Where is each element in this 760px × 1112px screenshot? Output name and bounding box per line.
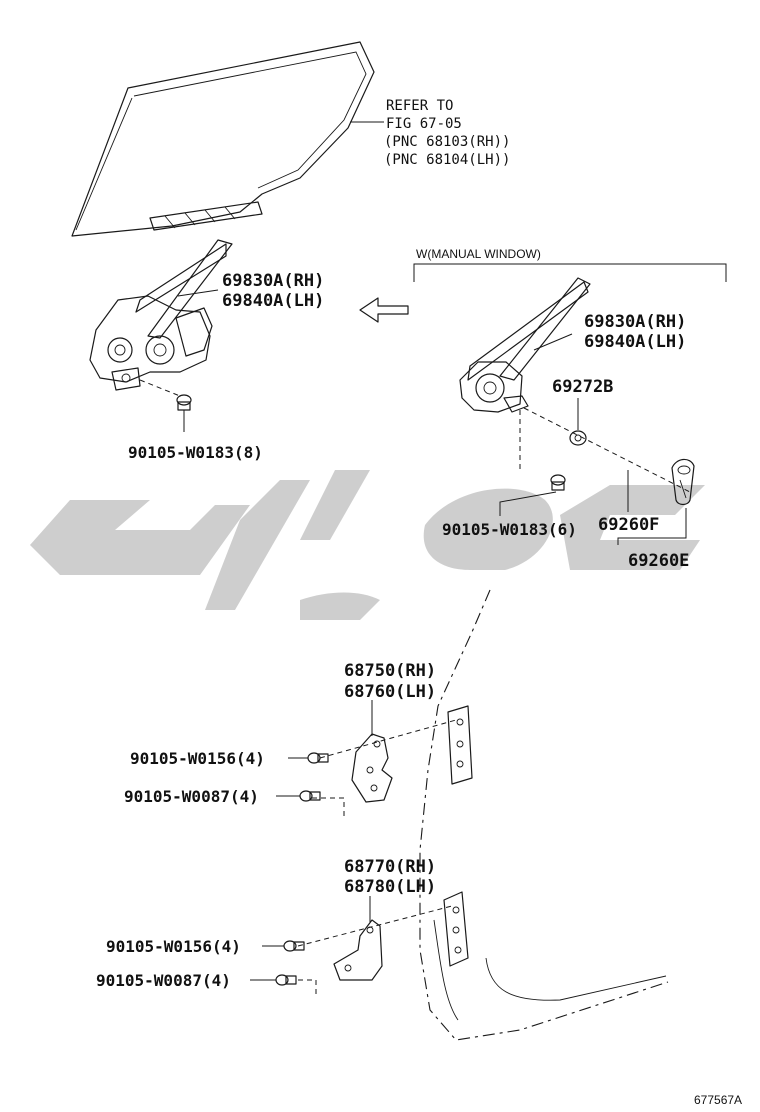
lower-hinge-bolt-a-label: 90105-W0156(4) [106,937,241,956]
lower-hinge-dash-b [298,979,317,998]
lower-hinge-rh-label: 68770(RH) [344,857,436,877]
handle-e-bracket [617,508,687,545]
power-bolt-icon [176,394,192,411]
lower-hinge-bolt-a-icon [283,940,305,952]
manual-bolt-label: 90105-W0183(6) [442,520,577,539]
upper-hinge-bolt-b-icon [299,790,321,802]
power-bolt-label: 90105-W0183(8) [128,443,263,462]
upper-hinge-lh-label: 68760(LH) [344,682,436,702]
upper-hinge-bolt-a-label: 90105-W0156(4) [130,749,265,768]
power-regulator-leader [177,289,219,297]
refer-line-2: FIG 67-05 [386,116,462,132]
lower-hinge-dash-a [297,905,453,947]
manual-regulator-rh-label: 69830A(RH) [584,312,686,332]
manual-bolt-leader [499,491,557,516]
window-crank-handle-icon [671,458,695,506]
washer-icon [569,430,587,446]
manual-bolt-icon [550,474,566,491]
manual-window-bracket [413,263,727,282]
manual-handle-dash [523,407,691,493]
refer-line-3: (PNC 68103(RH)) [384,134,510,150]
lower-hinge-illustration [333,891,469,981]
door-glass-illustration [71,41,375,237]
power-regulator-lh-label: 69840A(LH) [222,291,324,311]
door-sill-line [485,957,667,1001]
upper-hinge-bolt-a-icon [307,752,329,764]
manual-regulator-leader [533,333,573,351]
refer-line-1: REFER TO [386,98,453,114]
upper-hinge-bolt-b-label: 90105-W0087(4) [124,787,259,806]
washer-label: 69272B [552,377,613,397]
upper-hinge-dash-a [319,719,457,759]
upper-hinge-rh-label: 68750(RH) [344,661,436,681]
refer-line-4: (PNC 68104(LH)) [384,152,510,168]
arrow-left-icon [359,297,409,323]
watermark-logo [30,470,705,620]
upper-hinge-illustration [351,705,473,803]
manual-regulator-lh-label: 69840A(LH) [584,332,686,352]
handle-e-label: 69260E [628,551,689,571]
manual-regulator-illustration [459,277,591,413]
door-outline [419,589,669,1041]
power-regulator-rh-label: 69830A(RH) [222,271,324,291]
lower-hinge-bolt-b-icon [275,974,297,986]
power-regulator-illustration [89,239,233,391]
manual-window-note: W(MANUAL WINDOW) [416,247,541,261]
handle-f-label: 69260F [598,515,659,535]
lower-hinge-lh-label: 68780(LH) [344,877,436,897]
lower-hinge-bolt-b-label: 90105-W0087(4) [96,971,231,990]
upper-hinge-dash-b [312,797,345,818]
power-bolt-dash [139,379,181,397]
illustration-id: 677567A [694,1093,742,1107]
